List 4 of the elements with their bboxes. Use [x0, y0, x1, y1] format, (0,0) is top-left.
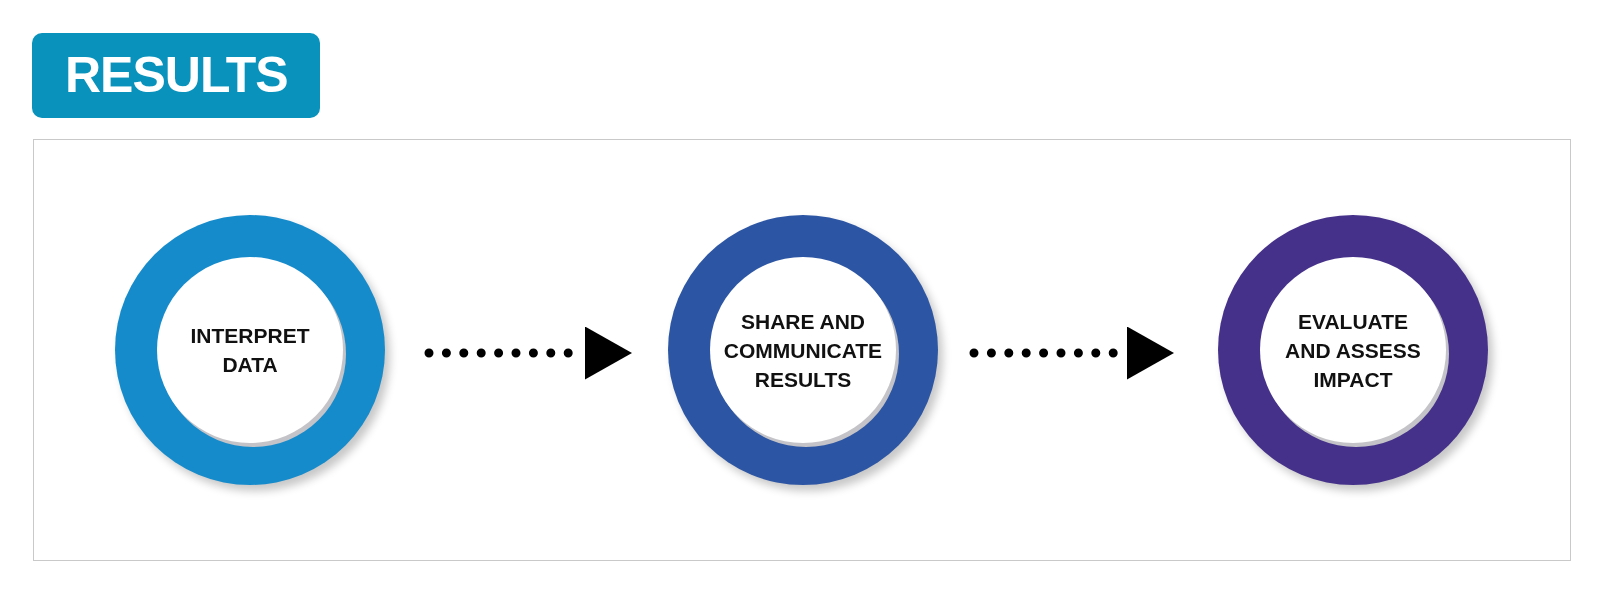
- step-label: INTERPRET DATA: [189, 323, 311, 378]
- title-banner: RESULTS: [32, 33, 320, 118]
- step-label: EVALUATE AND ASSESS IMPACT: [1284, 308, 1422, 393]
- step-label: SHARE AND COMMUNICATE RESULTS: [722, 308, 884, 393]
